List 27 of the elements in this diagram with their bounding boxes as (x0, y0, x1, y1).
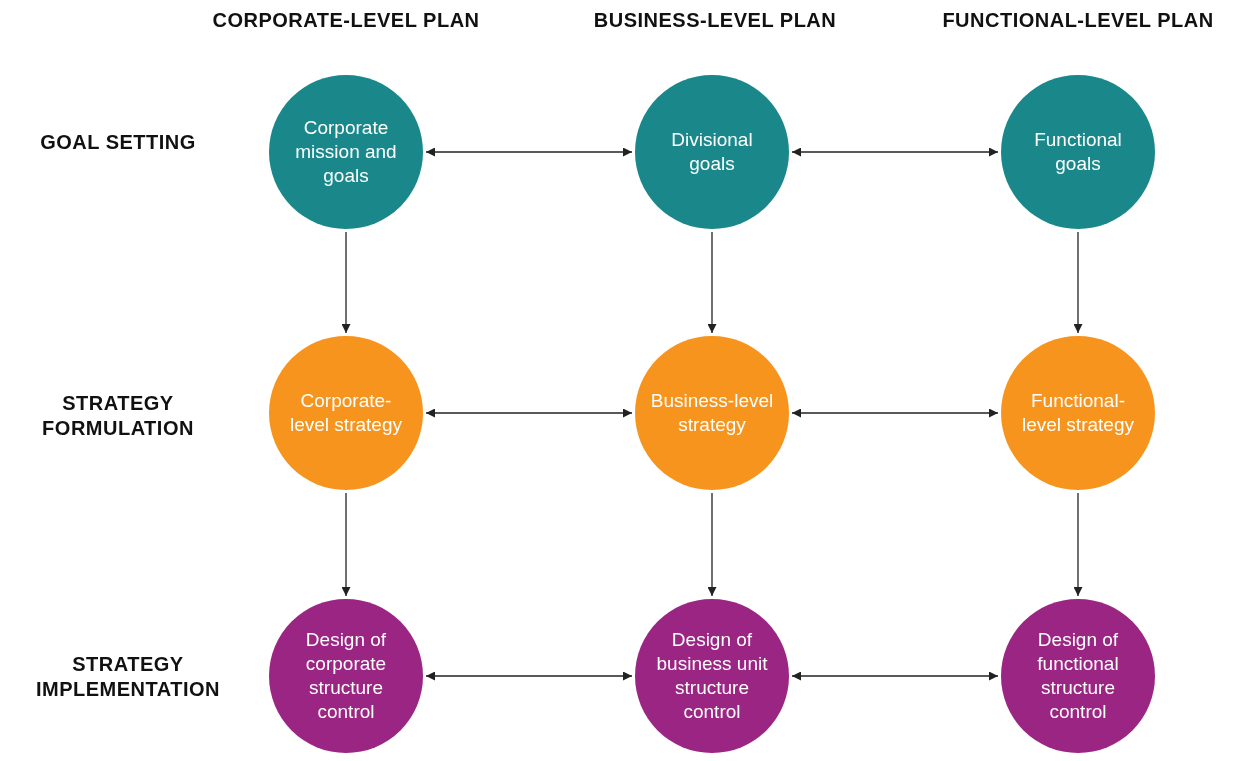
node-label: Divisional goals (670, 128, 754, 176)
arrow (341, 492, 351, 597)
arrow (425, 671, 633, 681)
column-header: BUSINESS-LEVEL PLAN (592, 8, 838, 33)
column-header: CORPORATE-LEVEL PLAN (211, 8, 481, 33)
node-label: Corporate mission and goals (294, 116, 398, 188)
node-label: Design of corporate structure control (304, 628, 388, 724)
arrow (791, 671, 999, 681)
arrow (425, 408, 633, 418)
row-header: STRATEGY FORMULATION (41, 391, 195, 441)
node-label: Design of functional structure control (1036, 628, 1120, 724)
node-label: Business-level strategy (649, 389, 775, 437)
arrow (341, 231, 351, 334)
arrow (707, 231, 717, 334)
node-label: Corporate-level strategy (289, 389, 403, 437)
column-header: FUNCTIONAL-LEVEL PLAN (941, 8, 1215, 33)
row-header: STRATEGY IMPLEMENTATION (35, 652, 221, 702)
node-label: Functional-level strategy (1021, 389, 1135, 437)
row-header: GOAL SETTING (39, 130, 197, 155)
arrow (707, 492, 717, 597)
arrow (1073, 492, 1083, 597)
arrow (425, 147, 633, 157)
arrow (791, 147, 999, 157)
node-label: Design of business unit structure control (655, 628, 769, 724)
arrow (791, 408, 999, 418)
arrow (1073, 231, 1083, 334)
node-label: Functional goals (1033, 128, 1123, 176)
